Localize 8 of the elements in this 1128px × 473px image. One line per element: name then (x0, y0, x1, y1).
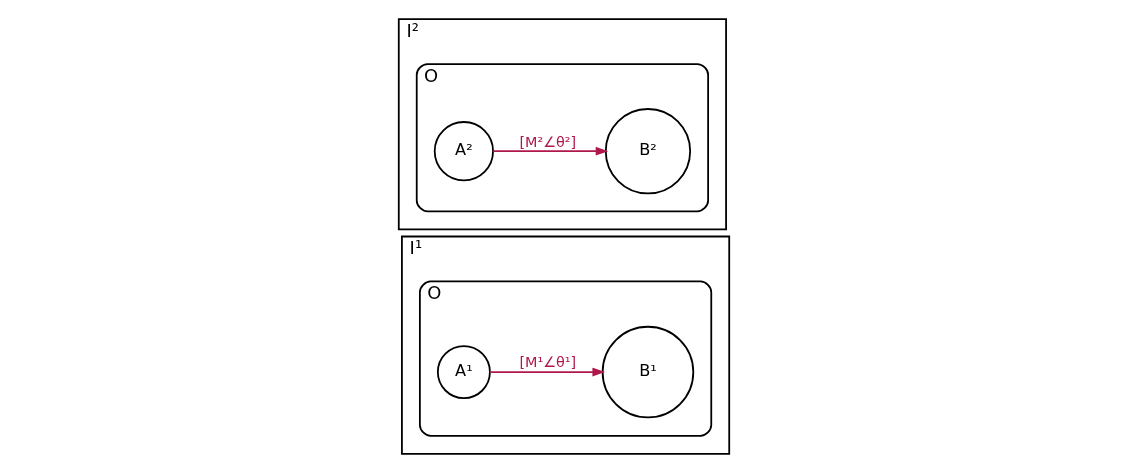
node-circle: B¹ (601, 325, 695, 419)
arrow (492, 146, 609, 156)
node-circle: B² (604, 108, 692, 195)
edge-label: [M²∠θ²] (519, 133, 577, 150)
edge-label: [M¹∠θ¹] (519, 354, 577, 371)
arrow (489, 367, 606, 377)
node-circle: A¹ (436, 345, 491, 400)
node-circle: A² (433, 121, 494, 182)
